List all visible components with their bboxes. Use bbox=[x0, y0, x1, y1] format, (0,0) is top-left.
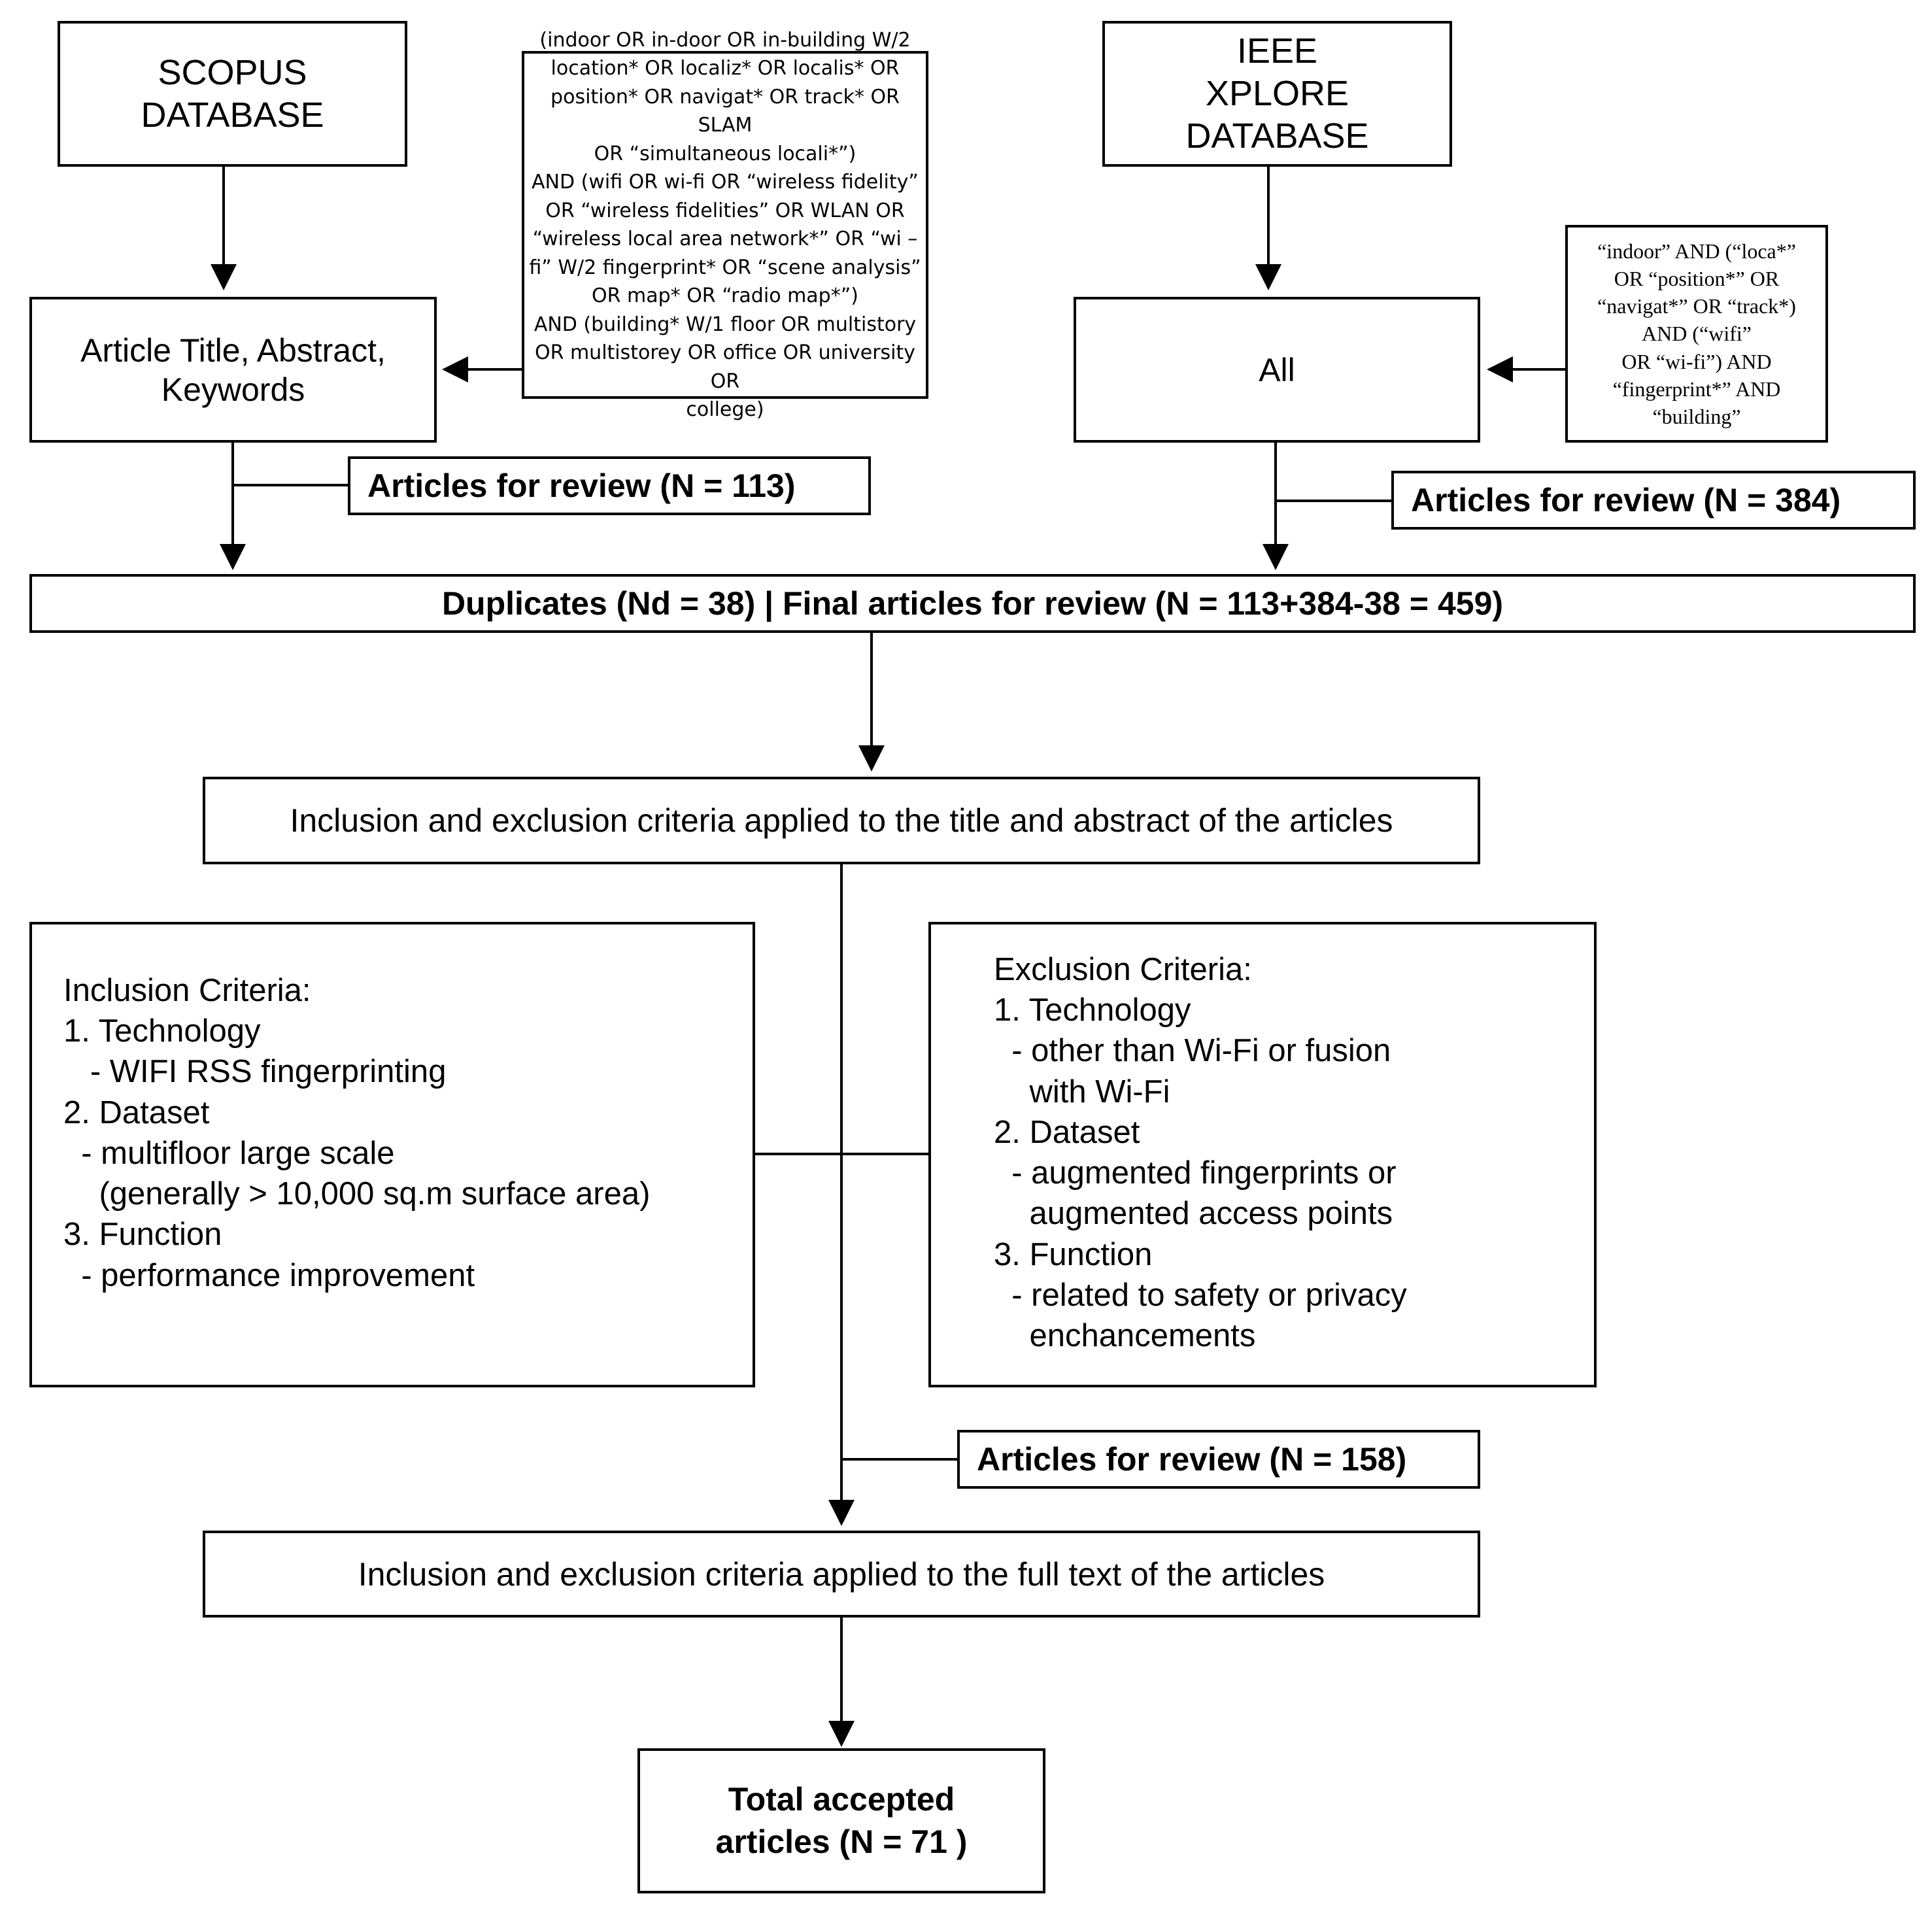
scopus-query-line: AND (wifi OR wi-fi OR “wireless fidelity… bbox=[532, 171, 919, 194]
scopus-fields-box: Article Title, Abstract, Keywords bbox=[29, 297, 437, 443]
scopus-query-line: AND (building* W/1 floor OR multistory bbox=[534, 313, 917, 336]
ieee-title-line-2: XPLORE bbox=[1205, 74, 1349, 114]
ieee-query-line: “building” bbox=[1652, 405, 1741, 429]
exclusion-criteria-line: augmented access points bbox=[994, 1196, 1393, 1232]
ieee-title-line-1: IEEE bbox=[1236, 31, 1318, 71]
ieee-query-line: OR “wi-fi”) AND bbox=[1621, 349, 1772, 373]
scopus-database-box: SCOPUS DATABASE bbox=[58, 21, 407, 167]
scopus-title-line-1: SCOPUS bbox=[158, 52, 307, 92]
inclusion-criteria-line: (generally > 10,000 sq.m surface area) bbox=[63, 1176, 651, 1212]
inclusion-criteria-line: - performance improvement bbox=[63, 1257, 475, 1293]
merge-label: Duplicates (Nd = 38) | Final articles fo… bbox=[441, 585, 1504, 622]
exclusion-criteria-line: Exclusion Criteria: bbox=[994, 952, 1252, 987]
title-abstract-screening-box: Inclusion and exclusion criteria applied… bbox=[203, 777, 1480, 864]
exclusion-criteria-line: 1. Technology bbox=[994, 992, 1191, 1028]
exclusion-criteria-line: 2. Dataset bbox=[994, 1114, 1140, 1150]
inclusion-criteria-box: Inclusion Criteria: 1. Technology - WIFI… bbox=[29, 922, 755, 1387]
scopus-fields-line-1: Article Title, Abstract, bbox=[80, 331, 386, 369]
exclusion-criteria-line: enchancements bbox=[994, 1317, 1256, 1353]
scopus-query-line: OR map* OR “radio map*”) bbox=[592, 284, 858, 307]
ieee-query-box: “indoor” AND (“loca*” OR “position*” OR … bbox=[1565, 225, 1828, 443]
scopus-query-line: OR “wireless fidelities” OR WLAN OR bbox=[545, 199, 905, 222]
exclusion-criteria-line: - other than Wi-Fi or fusion bbox=[994, 1033, 1391, 1069]
ieee-query-line: “indoor” AND (“loca*” bbox=[1597, 239, 1796, 263]
scopus-count-label: Articles for review (N = 113) bbox=[367, 467, 796, 504]
full-text-screening-label: Inclusion and exclusion criteria applied… bbox=[358, 1555, 1325, 1593]
ieee-query-line: “fingerprint*” AND bbox=[1612, 377, 1781, 401]
ieee-database-box: IEEE XPLORE DATABASE bbox=[1102, 21, 1452, 167]
exclusion-criteria-line: 3. Function bbox=[994, 1236, 1153, 1272]
full-text-screening-box: Inclusion and exclusion criteria applied… bbox=[203, 1531, 1480, 1618]
ieee-fields-box: All bbox=[1074, 297, 1480, 443]
scopus-query-line: location* OR localiz* OR localis* OR bbox=[551, 57, 900, 80]
ieee-count-label: Articles for review (N = 384) bbox=[1411, 482, 1841, 518]
scopus-query-line: college) bbox=[686, 398, 764, 421]
scopus-query-line: “wireless local area network*” OR “wi – bbox=[532, 228, 918, 250]
inclusion-criteria-line: - multifloor large scale bbox=[63, 1135, 395, 1171]
merge-bar: Duplicates (Nd = 38) | Final articles fo… bbox=[29, 574, 1916, 633]
ieee-query-line: OR “position*” OR bbox=[1614, 266, 1780, 290]
scopus-fields-line-2: Keywords bbox=[161, 371, 305, 408]
screening-count-label: Articles for review (N = 158) bbox=[977, 1441, 1407, 1478]
scopus-query-box: (indoor OR in-door OR in-building W/2 lo… bbox=[522, 29, 928, 421]
total-accepted-line-1: Total accepted bbox=[728, 1781, 955, 1818]
exclusion-criteria-line: - augmented fingerprints or bbox=[994, 1155, 1397, 1191]
scopus-query-line: position* OR navigat* OR track* OR SLAM bbox=[551, 85, 900, 137]
scopus-query-line: fi” W/2 fingerprint* OR “scene analysis” bbox=[529, 256, 921, 279]
inclusion-criteria-line: 1. Technology bbox=[63, 1013, 261, 1049]
scopus-count-box: Articles for review (N = 113) bbox=[348, 456, 871, 515]
inclusion-criteria-line: Inclusion Criteria: bbox=[63, 973, 311, 1008]
exclusion-criteria-line: - related to safety or privacy bbox=[994, 1277, 1407, 1313]
inclusion-criteria-line: - WIFI RSS fingerprinting bbox=[63, 1054, 447, 1090]
exclusion-criteria-line: with Wi-Fi bbox=[994, 1074, 1170, 1110]
total-accepted-box: Total accepted articles (N = 71 ) bbox=[637, 1748, 1045, 1893]
screening-count-box: Articles for review (N = 158) bbox=[957, 1430, 1480, 1489]
inclusion-criteria-line: 2. Dataset bbox=[63, 1094, 210, 1130]
title-abstract-screening-label: Inclusion and exclusion criteria applied… bbox=[290, 802, 1393, 839]
ieee-fields-label: All bbox=[1259, 351, 1295, 388]
ieee-query-line: “navigat*” OR “track*) bbox=[1597, 294, 1796, 318]
ieee-count-box: Articles for review (N = 384) bbox=[1391, 471, 1916, 530]
ieee-query-line: AND (“wifi” bbox=[1642, 322, 1752, 346]
exclusion-criteria-box: Exclusion Criteria: 1. Technology - othe… bbox=[928, 922, 1597, 1387]
total-accepted-line-2: articles (N = 71 ) bbox=[715, 1823, 968, 1860]
inclusion-criteria-line: 3. Function bbox=[63, 1217, 222, 1253]
scopus-query-line: OR multistorey OR office OR university O… bbox=[534, 341, 916, 393]
scopus-query-line: (indoor OR in-door OR in-building W/2 bbox=[539, 28, 911, 52]
scopus-title-line-2: DATABASE bbox=[141, 95, 324, 135]
scopus-query-line: OR “simultaneous locali*”) bbox=[594, 142, 856, 165]
ieee-title-line-3: DATABASE bbox=[1185, 116, 1369, 156]
